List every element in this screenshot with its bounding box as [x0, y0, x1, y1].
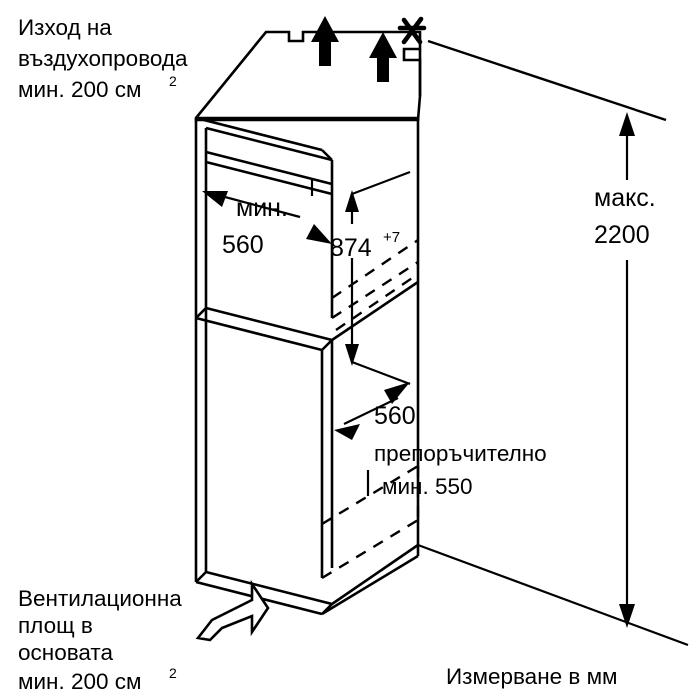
base-vent-line3: основата: [18, 640, 113, 665]
depth-arrow-lower-left: [334, 424, 360, 440]
mid-shelf-front-edge: [195, 316, 323, 352]
depth-dimension: 560 препоръчително мин. 550: [334, 382, 547, 499]
base-ventilation-note: Вентилационна площ в основата мин. 200 с…: [18, 586, 182, 694]
base-vent-line1: Вентилационна: [18, 586, 182, 611]
max-height-label-line2: 2200: [594, 221, 650, 249]
max-height-label-line1: макс.: [594, 184, 656, 212]
air-outlet-line1: Изход на: [18, 15, 112, 40]
hidden-mid-shelf-rear-mid: [331, 260, 419, 320]
base-vent-line2: площ в: [18, 613, 93, 638]
hidden-mid-shelf-rear-upper: [331, 239, 419, 299]
air-outlet-line3: мин. 200 см: [18, 77, 141, 102]
cross-mark-leader-line: [427, 39, 667, 122]
cabinet-niche-body: [194, 30, 422, 616]
niche-height-ext-lower: [351, 360, 411, 386]
max-height-arrow-up: [619, 112, 635, 136]
mid-shelf-back-edge: [205, 306, 333, 342]
niche-width-arrow-right: [306, 224, 332, 244]
plinth-right-return-lower: [321, 554, 419, 616]
niche-height-arrow-down: [345, 344, 359, 366]
niche-height-tolerance: +7: [383, 229, 400, 246]
mid-shelf-right-return: [331, 280, 419, 342]
cross-mark-icon: [397, 16, 427, 45]
upper-rail-top-front: [205, 126, 333, 162]
bent-arrow-up-right-icon: [195, 579, 270, 642]
base-vent-line4-superscript: 2: [169, 665, 177, 681]
plinth-right-return: [331, 543, 419, 606]
mid-shelf-right-cap: [321, 339, 333, 351]
depth-label-line1: 560: [374, 402, 416, 430]
plinth-bottom-back: [205, 570, 333, 606]
niche-width-label-line2: 560: [222, 231, 264, 259]
niche-width-label-line1: мин.: [236, 194, 288, 222]
air-outlet-line3-superscript: 2: [169, 73, 177, 89]
plinth-left-cap: [195, 571, 207, 583]
max-height-arrow-down: [619, 604, 635, 628]
niche-width-arrow-left: [202, 191, 228, 207]
niche-height-arrow-up: [345, 190, 359, 212]
max-height-dimension: макс. 2200: [594, 112, 656, 628]
depth-dim-line: [343, 397, 399, 425]
niche-width-dimension: мин. 560: [202, 178, 332, 259]
base-vent-line4: мин. 200 см: [18, 669, 141, 694]
depth-label-line2: препоръчително: [374, 441, 547, 466]
hidden-mid-shelf-rear-lower: [335, 273, 419, 331]
air-outlet-line2: въздухопровода: [18, 46, 188, 71]
upper-rail-right-cap: [321, 149, 333, 161]
airflow-arrows-top: [311, 16, 397, 82]
niche-height-ext-upper: [351, 170, 411, 196]
mid-shelf-left-cap: [195, 307, 207, 319]
arrow-up-icon-right: [369, 32, 397, 82]
depth-label-line3: мин. 550: [382, 474, 473, 499]
floor-reference-line: [417, 543, 689, 647]
upper-rail-top-back: [195, 116, 323, 152]
arrow-up-icon-left: [311, 16, 339, 66]
depth-arrow-upper-right: [384, 382, 410, 404]
air-outlet-note: Изход на въздухопровода мин. 200 см 2: [18, 15, 188, 102]
niche-height-label: 874: [330, 234, 372, 262]
units-caption: Измерване в мм: [446, 664, 618, 689]
niche-height-dimension: 874 +7: [330, 170, 411, 386]
